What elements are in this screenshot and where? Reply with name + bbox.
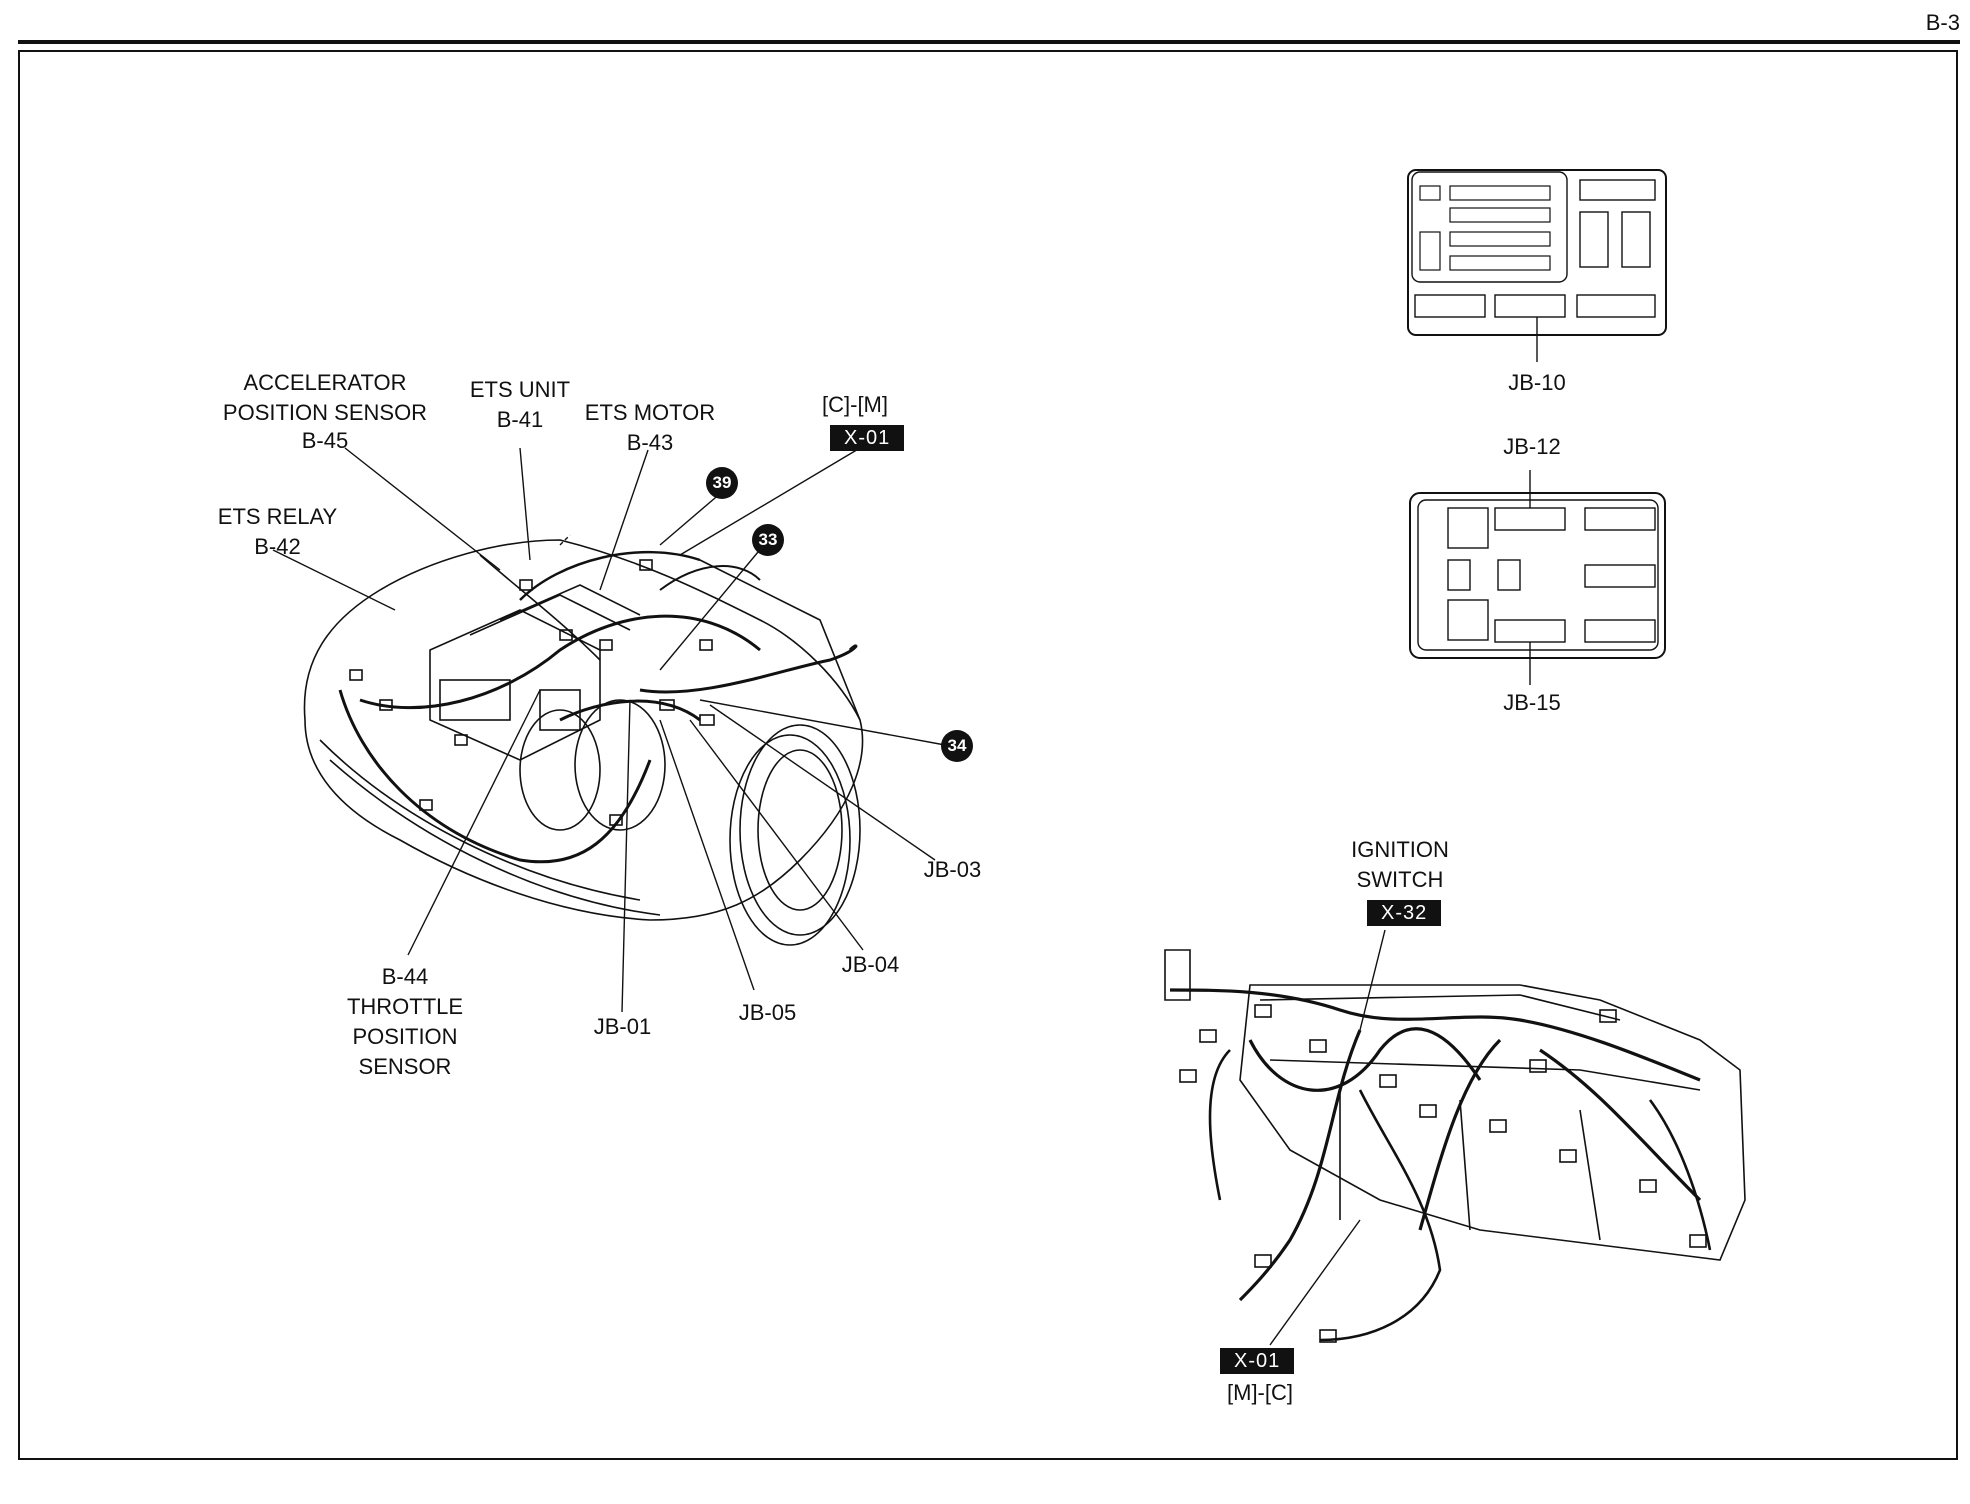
throttle-line3: SENSOR bbox=[358, 1054, 452, 1079]
ets-unit-code: B-41 bbox=[496, 407, 544, 432]
connector-route-cm: [C]-[M] bbox=[822, 392, 888, 417]
connector-route-mc: [M]-[C] bbox=[1227, 1380, 1293, 1405]
engine-leader-lines bbox=[272, 447, 946, 1013]
ets-relay-code: B-42 bbox=[254, 534, 301, 559]
jb12-15-drawing bbox=[1409, 470, 1666, 685]
badge-39: 39 bbox=[706, 467, 738, 499]
ignition-label-line2: SWITCH bbox=[1356, 867, 1444, 892]
connector-code-x32: X-32 bbox=[1367, 900, 1442, 926]
header-rule bbox=[18, 40, 1960, 44]
jb01-label: JB-01 bbox=[593, 1014, 652, 1039]
connector-code-x01-dash: X-01 bbox=[1220, 1348, 1295, 1374]
ignition-label-line1: IGNITION bbox=[1351, 837, 1449, 862]
throttle-line2: POSITION bbox=[352, 1024, 458, 1049]
jb03-label: JB-03 bbox=[923, 857, 982, 882]
ets-motor-code: B-43 bbox=[626, 430, 674, 455]
dashboard-harness-drawing bbox=[1164, 949, 1746, 1343]
jb04-label: JB-04 bbox=[841, 952, 900, 977]
ets-unit-label: ETS UNIT bbox=[469, 377, 571, 402]
connector-code-x01-engine: X-01 bbox=[830, 425, 905, 451]
jb05-label: JB-05 bbox=[738, 1000, 797, 1025]
accelerator-label-line1: ACCELERATOR bbox=[243, 370, 407, 395]
jb10-label: JB-10 bbox=[1508, 370, 1566, 395]
ets-motor-label: ETS MOTOR bbox=[584, 400, 716, 425]
dashboard-leader-lines bbox=[1269, 929, 1386, 1346]
jb10-drawing bbox=[1407, 169, 1667, 362]
throttle-line1: THROTTLE bbox=[346, 994, 464, 1019]
accelerator-label-code: B-45 bbox=[301, 428, 349, 453]
badge-34: 34 bbox=[941, 730, 973, 762]
jb15-label: JB-15 bbox=[1503, 690, 1561, 715]
jb12-label: JB-12 bbox=[1503, 434, 1561, 459]
page-number: B-3 bbox=[1925, 10, 1960, 35]
accelerator-label-line2: POSITION SENSOR bbox=[222, 400, 428, 425]
diagram-frame bbox=[18, 50, 1958, 1460]
badge-33: 33 bbox=[752, 524, 784, 556]
engine-compartment-drawing bbox=[303, 539, 864, 946]
throttle-code: B-44 bbox=[381, 964, 429, 989]
ets-relay-label: ETS RELAY bbox=[217, 504, 338, 529]
